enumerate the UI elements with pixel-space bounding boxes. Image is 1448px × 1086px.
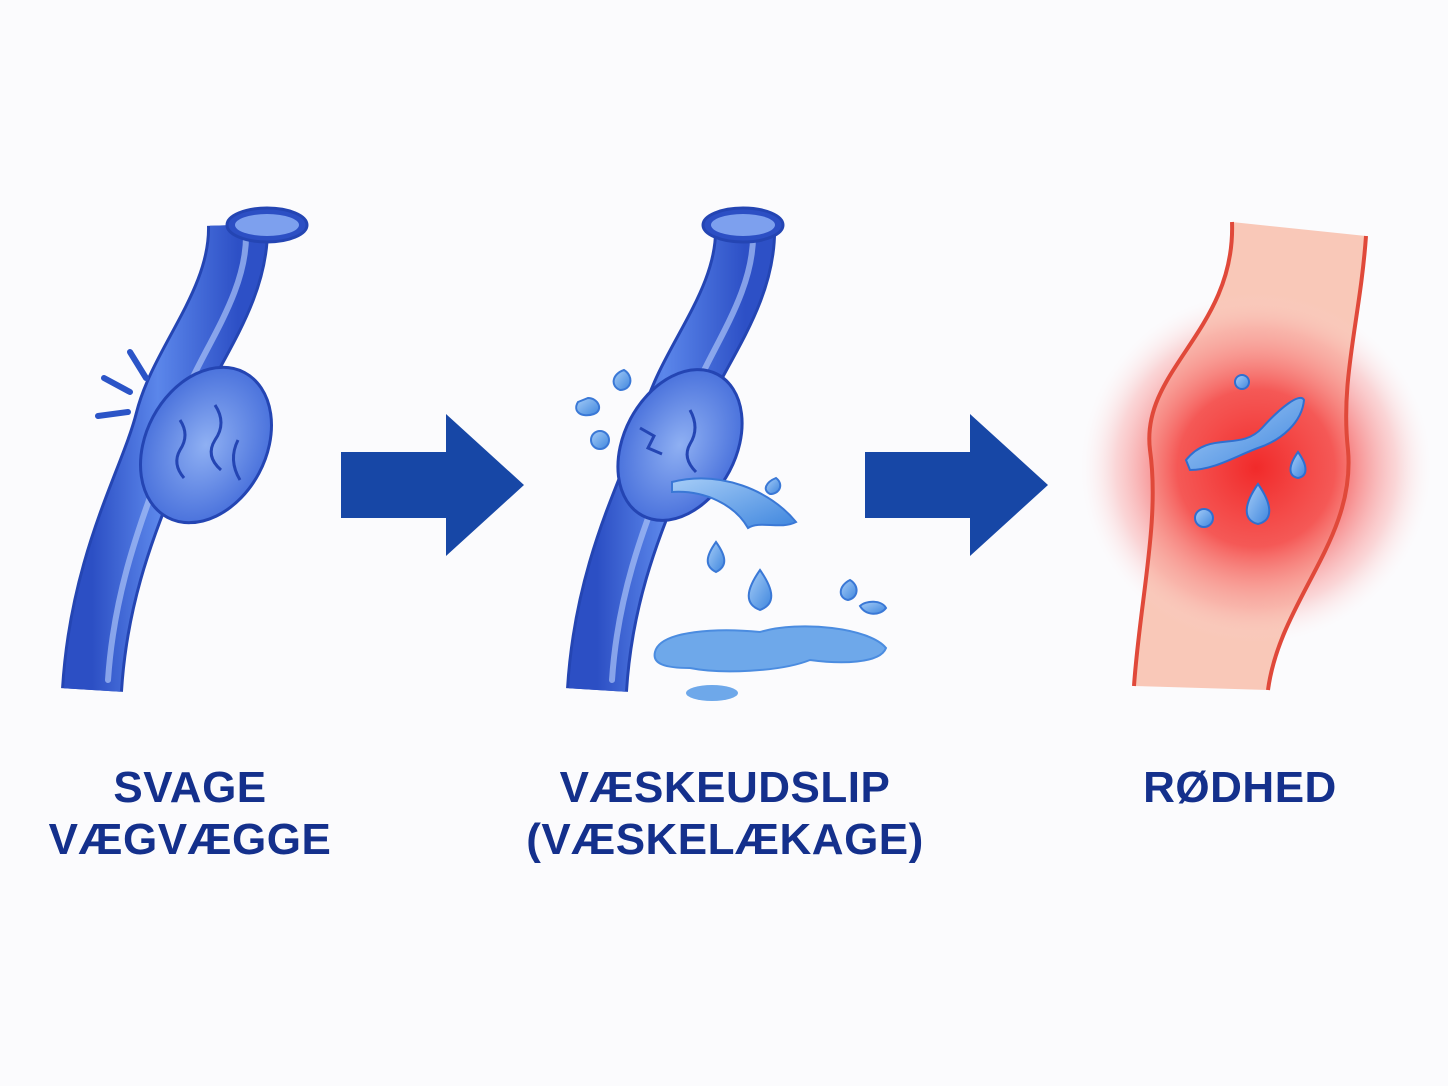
droplet-icon [1184,374,1307,528]
droplet-icon [575,368,888,615]
label-line: VÆSKEUDSLIP [559,763,891,812]
weak-vessel-illustration [61,206,309,693]
inflamed-tissue-illustration [1081,221,1431,691]
puddle-icon [653,625,888,701]
label-line: VÆGVÆGGE [48,815,332,864]
label-line: (VÆSKELÆKAGE) [526,815,924,864]
step-label-weak-walls: SVAGE VÆGVÆGGE [20,762,360,866]
impact-lines-icon [95,349,149,419]
leaking-vessel-illustration [566,206,798,693]
label-line: RØDHED [1143,763,1337,812]
step-label-fluid-leak: VÆSKEUDSLIP (VÆSKELÆKAGE) [500,762,950,866]
arrow-right-icon [865,414,1048,556]
label-line: SVAGE [113,763,267,812]
step-label-redness: RØDHED [1080,762,1400,814]
arrow-right-icon [341,414,524,556]
